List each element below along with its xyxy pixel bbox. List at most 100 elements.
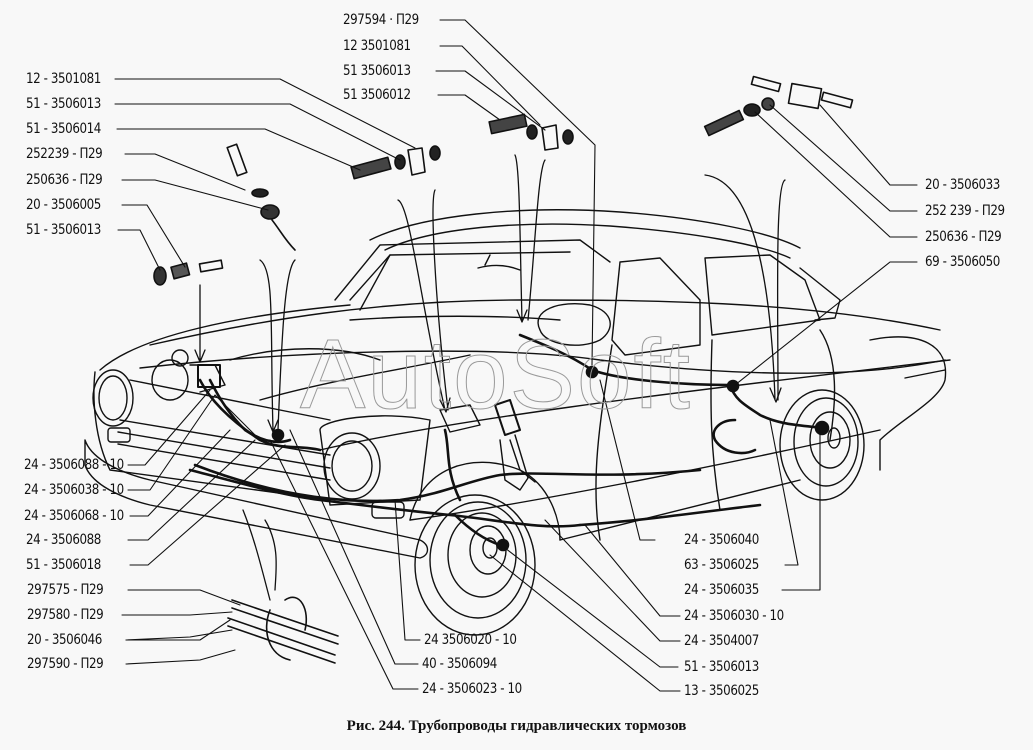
part-label: 69 - 3506050 (925, 254, 1000, 270)
steering-wheel (538, 304, 610, 345)
part-label: 24 - 3506068 - 10 (24, 508, 124, 524)
front-wheel-arch (410, 462, 560, 540)
part-label: 297594 · П29 (343, 12, 419, 28)
hood-crease (230, 349, 380, 360)
banjo-fitting-center (542, 125, 558, 150)
part-label: 51 - 3506014 (26, 121, 101, 137)
hose-end (272, 220, 295, 250)
body-side-lower (410, 430, 880, 520)
part-label: 51 - 3506013 (26, 96, 101, 112)
body-side-upper (140, 351, 945, 373)
part-label: 12 3501081 (343, 38, 411, 54)
part-label: 24 - 3506023 - 10 (422, 681, 522, 697)
car-body (85, 210, 950, 635)
hood-center-line (260, 355, 470, 400)
arrow-left (195, 285, 205, 362)
tube-right-1 (751, 77, 780, 92)
arrow-bundle (243, 510, 270, 600)
part-label: 20 - 3506005 (26, 197, 101, 213)
rear-fender (870, 337, 946, 470)
arrow-cowl-1 (515, 155, 527, 322)
arrow-hose-left (260, 260, 278, 432)
left-headlight (99, 376, 127, 420)
line-to-right-front-wheel (455, 515, 500, 545)
part-label: 297580 - П29 (27, 607, 104, 623)
part-label: 24 - 3506088 - 10 (24, 457, 124, 473)
line-rear-tee (730, 385, 822, 428)
grille-top (130, 380, 330, 420)
part-label: 24 - 3506088 (26, 532, 101, 548)
rear-wheel (780, 390, 864, 500)
part-label: 24 - 3504007 (684, 633, 759, 649)
banjo-fitting (408, 148, 425, 175)
part-label: 12 - 3501081 (26, 71, 101, 87)
pedal-assembly (440, 400, 535, 490)
line-cowl (520, 335, 730, 385)
figure-caption: Рис. 244. Трубопроводы гидравлических то… (346, 718, 687, 734)
part-label: 24 - 3506040 (684, 532, 759, 548)
master-cylinder (152, 350, 225, 400)
washer (252, 189, 268, 197)
part-label: 297575 - П29 (27, 582, 104, 598)
right-headlight (332, 441, 372, 491)
grille-mid3 (118, 444, 330, 480)
car-roof-inner (385, 224, 790, 258)
grille-mid1 (120, 420, 330, 455)
fitting-group-top-center (489, 114, 573, 150)
part-label: 252239 - П29 (26, 146, 103, 162)
fitting-group-top-right (705, 77, 853, 136)
tube-nut (171, 263, 190, 279)
arrow-bundle-2 (265, 520, 276, 590)
connector-rear-tee (728, 381, 738, 391)
banjo-washer-2 (430, 146, 440, 160)
door-edge-rear (820, 330, 834, 440)
part-label: 13 - 3506025 (684, 683, 759, 699)
line-rear-loop (714, 420, 755, 453)
tube-fitting (199, 260, 222, 272)
washer-center (527, 125, 537, 139)
part-label: 51 - 3506013 (684, 659, 759, 675)
grille-mid2 (118, 432, 330, 468)
rear-quarter-window (800, 268, 840, 320)
part-label: 51 3506013 (343, 63, 411, 79)
front-bumper (85, 440, 428, 558)
rear-view-mirror (478, 255, 520, 270)
hood-front (100, 305, 350, 370)
body-side-mid (320, 360, 950, 450)
bleeder-screw (227, 144, 247, 176)
part-label: 40 - 3506094 (422, 656, 497, 672)
left-headlight-ring (93, 370, 133, 426)
right-fender (320, 416, 430, 505)
banjo-bolt (351, 157, 391, 178)
arrow-rear-2 (778, 180, 785, 400)
part-label: 51 - 3506018 (26, 557, 101, 573)
part-label: 24 3506020 - 10 (424, 632, 517, 648)
part-label: 250636 - П29 (925, 229, 1002, 245)
part-label: 24 - 3506035 (684, 582, 759, 598)
left-fog-lamp (108, 428, 130, 442)
arrow-hose-left-2 (278, 260, 295, 430)
right-headlight-ring (324, 433, 380, 499)
union-nut (261, 205, 279, 219)
bleeder-right (705, 110, 744, 135)
connector-cowl (587, 367, 597, 377)
front-face (94, 372, 330, 500)
part-label: 250636 - П29 (26, 172, 103, 188)
banjo-washer (395, 155, 405, 169)
windshield-frame (335, 240, 610, 300)
rear-door-edge (711, 340, 720, 510)
part-label: 20 - 3506033 (925, 177, 1000, 193)
clip-bundle (228, 597, 338, 663)
part-label: 24 - 3506030 - 10 (684, 608, 784, 624)
part-label: 63 - 3506025 (684, 557, 759, 573)
nut-right (762, 98, 774, 110)
tee-right (788, 84, 821, 109)
front-wheel (415, 495, 535, 635)
tube-right-2 (821, 92, 852, 107)
part-label: 297590 - П29 (27, 656, 104, 672)
part-label: 24 - 3506038 - 10 (24, 482, 124, 498)
line-left-lower (190, 470, 580, 526)
front-door-window (612, 258, 700, 355)
windshield-inner (350, 252, 570, 300)
